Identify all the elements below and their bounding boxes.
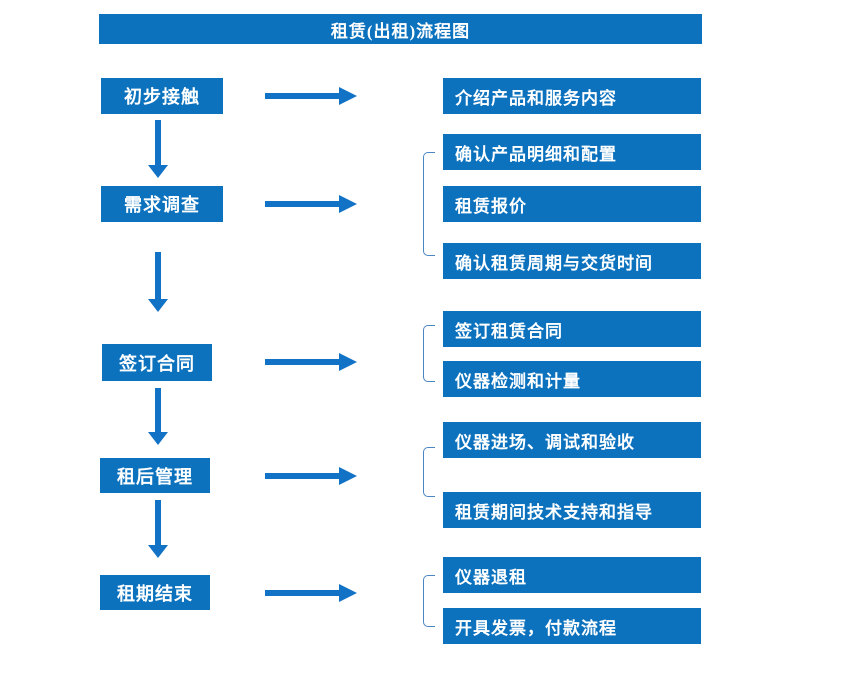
output-box: 仪器退租 [443,557,701,593]
down-arrow-head [148,432,168,445]
output-box: 确认产品明细和配置 [443,134,701,170]
stage-sign-contract: 签订合同 [102,344,212,381]
flowchart-title: 租赁(出租)流程图 [99,14,702,44]
stage-post-rental-management: 租后管理 [100,458,210,493]
group-bracket [423,447,435,497]
group-bracket [423,575,435,627]
output-box: 租赁期间技术支持和指导 [443,492,701,528]
output-box: 开具发票，付款流程 [443,608,701,644]
group-bracket [423,152,435,256]
down-arrow-connector [155,500,161,546]
output-box: 签订租赁合同 [443,311,701,347]
right-arrow-head [339,353,357,371]
down-arrow-connector [155,388,161,433]
right-arrow-head [339,87,357,105]
output-box: 确认租赁周期与交货时间 [443,243,701,279]
down-arrow-head [148,165,168,178]
right-arrow-connector [265,93,341,99]
right-arrow-head [339,584,357,602]
down-arrow-connector [155,120,161,166]
output-box: 仪器进场、调试和验收 [443,422,701,458]
down-arrow-connector [155,252,161,300]
right-arrow-connector [265,201,341,207]
down-arrow-head [148,545,168,558]
right-arrow-head [339,195,357,213]
down-arrow-head [148,299,168,312]
stage-lease-end: 租期结束 [100,575,210,610]
right-arrow-connector [265,473,341,479]
right-arrow-connector [265,359,341,365]
output-box: 租赁报价 [443,186,701,222]
stage-initial-contact: 初步接触 [101,78,223,114]
right-arrow-head [339,467,357,485]
group-bracket [423,325,435,382]
output-box: 仪器检测和计量 [443,361,701,397]
right-arrow-connector [265,590,341,596]
output-box: 介绍产品和服务内容 [443,78,701,114]
stage-demand-survey: 需求调查 [101,186,223,222]
